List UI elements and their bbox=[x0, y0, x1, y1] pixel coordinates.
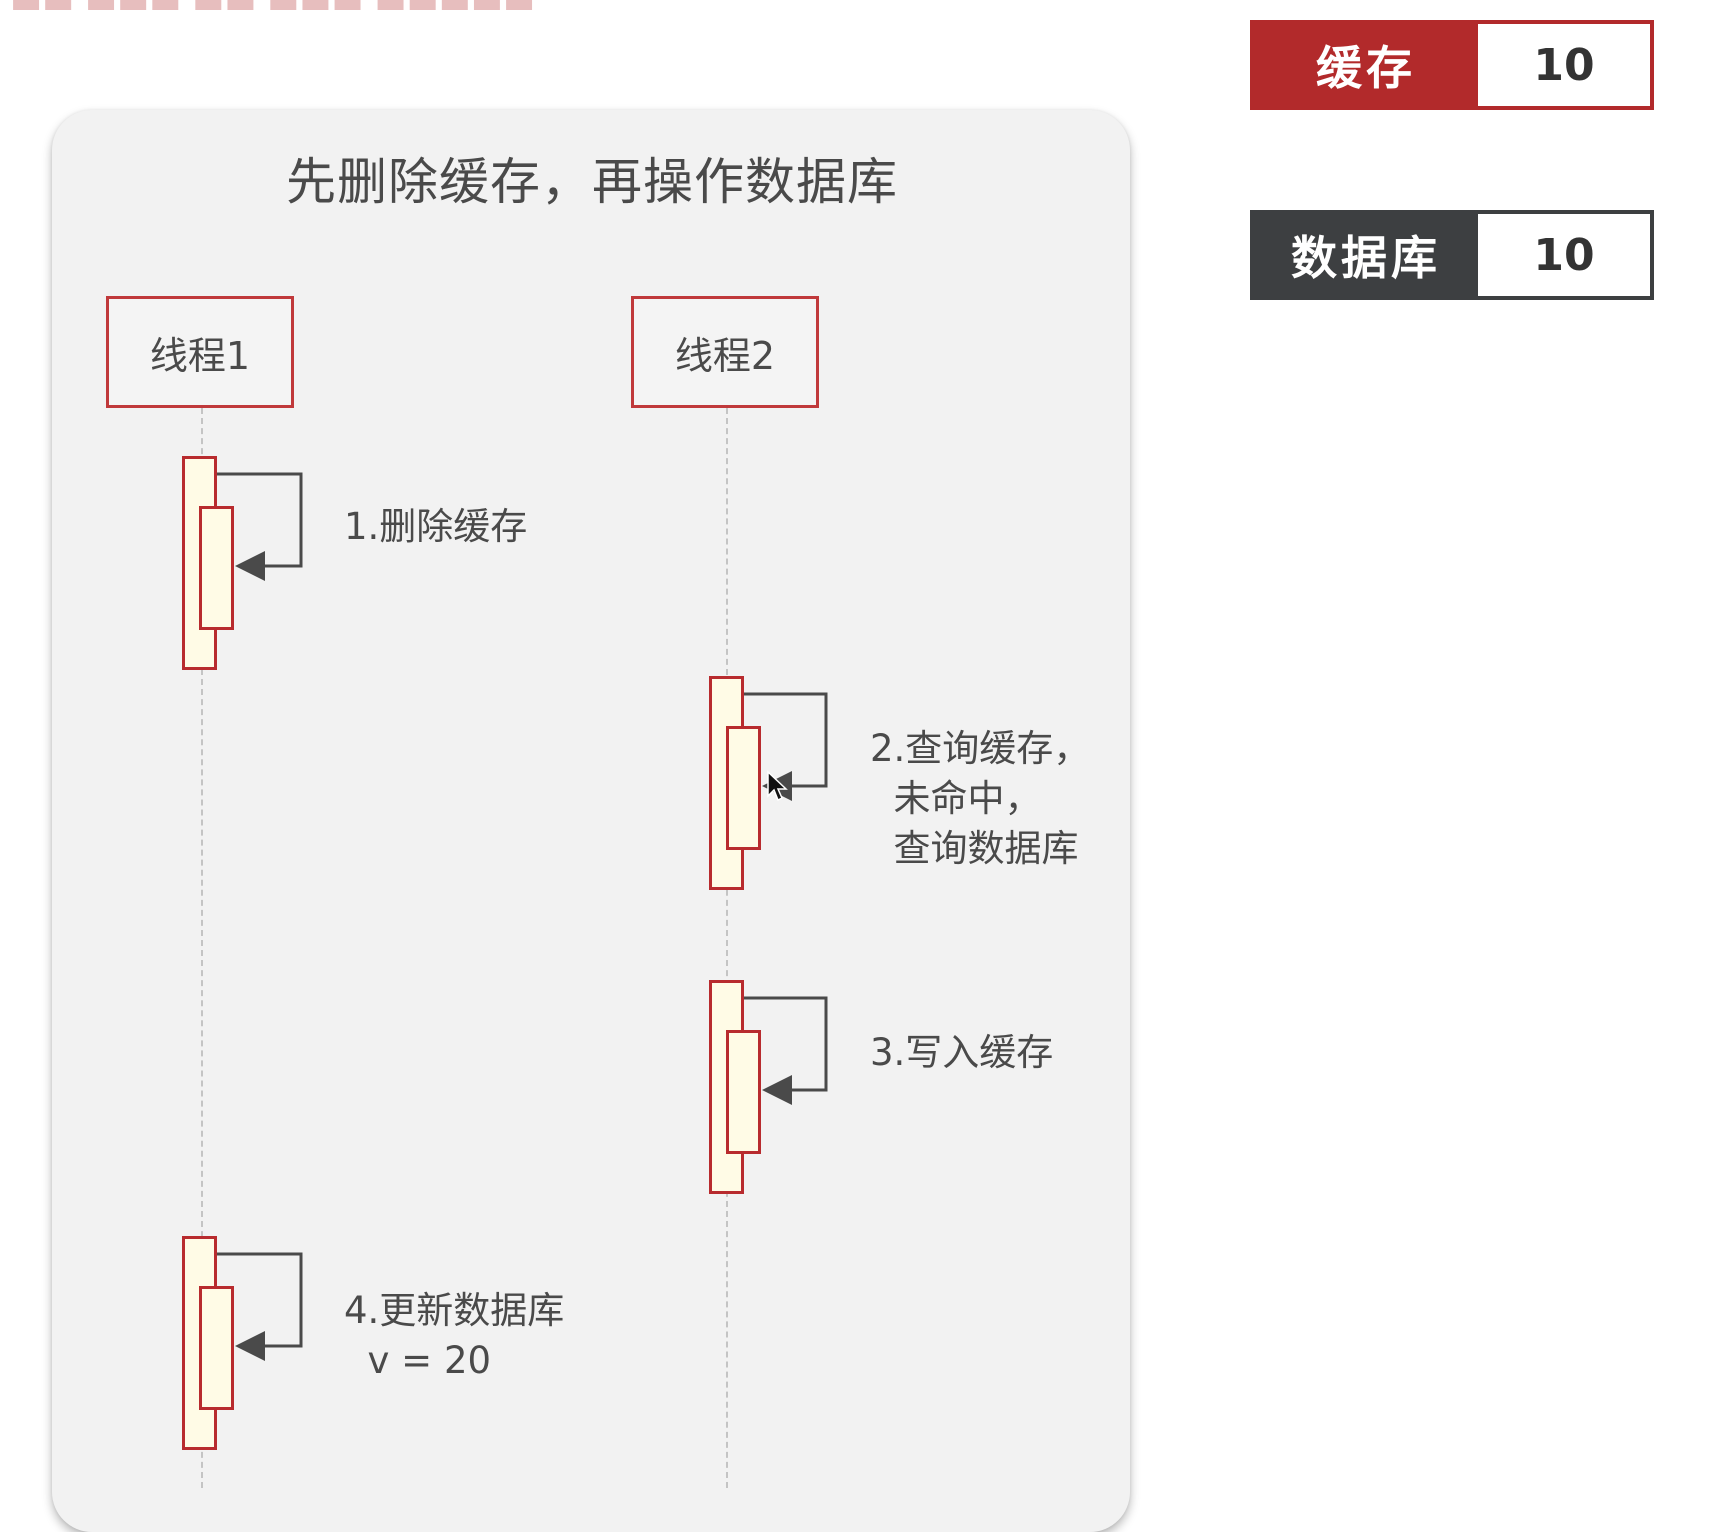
diagram-title: 先删除缓存，再操作数据库 bbox=[286, 153, 898, 211]
step-3-label: 3.写入缓存 bbox=[870, 1031, 1054, 1074]
activation-step-4-inner bbox=[199, 1286, 234, 1410]
database-value: 10 bbox=[1478, 214, 1650, 296]
step-2-label: 2.查询缓存， 未命中， 查询数据库 bbox=[870, 727, 1091, 870]
lifeline-thread-1 bbox=[201, 408, 203, 1488]
database-name-label: 数据库 bbox=[1254, 214, 1478, 296]
mouse-cursor-icon bbox=[767, 770, 788, 802]
cut-off-heading: ■■ ■■■ ■■ ■■■ ■■■■■ bbox=[0, 0, 930, 10]
cache-value-box: 缓存 10 bbox=[1250, 20, 1654, 110]
actor-thread-1: 线程1 bbox=[106, 296, 294, 408]
activation-step-2-inner bbox=[726, 726, 761, 850]
activation-step-3-inner bbox=[726, 1030, 761, 1154]
step-1-label: 1.删除缓存 bbox=[344, 505, 528, 548]
lifeline-thread-2 bbox=[726, 408, 728, 1488]
database-value-box: 数据库 10 bbox=[1250, 210, 1654, 300]
activation-step-1-inner bbox=[199, 506, 234, 630]
cache-name-label: 缓存 bbox=[1254, 24, 1478, 106]
cache-value: 10 bbox=[1478, 24, 1650, 106]
step-4-label: 4.更新数据库 v = 20 bbox=[344, 1289, 565, 1382]
actor-thread-2: 线程2 bbox=[631, 296, 819, 408]
